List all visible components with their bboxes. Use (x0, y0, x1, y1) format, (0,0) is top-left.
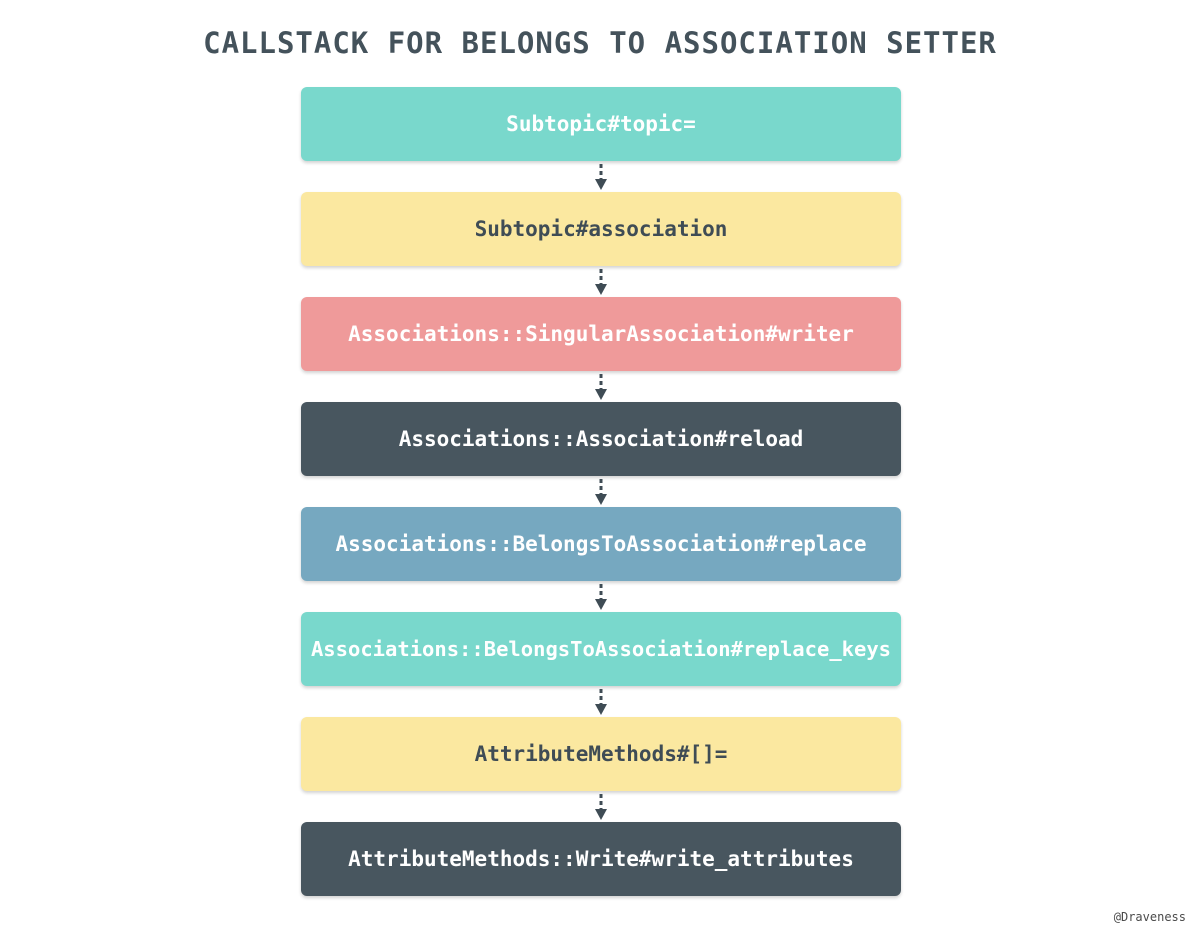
author-credit: @Draveness (1113, 910, 1186, 924)
call-box: Associations::SingularAssociation#writer (301, 297, 901, 371)
call-box: Subtopic#topic= (301, 87, 901, 161)
flow-arrow (595, 374, 607, 400)
flow-arrow (595, 164, 607, 190)
call-label: AttributeMethods#[]= (474, 742, 728, 766)
flow-arrow (595, 269, 607, 295)
call-label: Subtopic#association (474, 217, 728, 241)
diagram-title: CALLSTACK FOR BELONGS TO ASSOCIATION SET… (203, 26, 997, 60)
call-label: Subtopic#topic= (506, 112, 696, 136)
call-box: Associations::Association#reload (301, 402, 901, 476)
callstack: Subtopic#topic= Subtopic#association Ass… (301, 87, 901, 896)
call-box: Associations::BelongsToAssociation#repla… (301, 612, 901, 686)
flow-arrow (595, 689, 607, 715)
call-label: Associations::Association#reload (398, 427, 804, 451)
call-box: AttributeMethods::Write#write_attributes (301, 822, 901, 896)
call-box: AttributeMethods#[]= (301, 717, 901, 791)
flow-arrow (595, 794, 607, 820)
call-box: Subtopic#association (301, 192, 901, 266)
call-label: AttributeMethods::Write#write_attributes (348, 847, 854, 871)
call-label: Associations::BelongsToAssociation#repla… (335, 532, 867, 556)
call-label: Associations::BelongsToAssociation#repla… (310, 637, 892, 661)
flow-arrow (595, 584, 607, 610)
call-box: Associations::BelongsToAssociation#repla… (301, 507, 901, 581)
call-label: Associations::SingularAssociation#writer (348, 322, 854, 346)
flow-arrow (595, 479, 607, 505)
